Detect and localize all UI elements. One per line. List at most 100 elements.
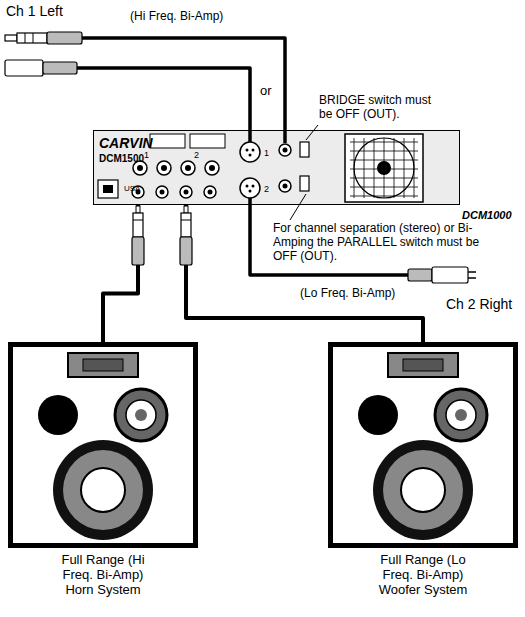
xlr-pin <box>468 277 476 279</box>
fan-grille-bar <box>350 196 418 197</box>
midrange <box>115 389 167 441</box>
brand-label: USA <box>124 184 140 193</box>
channel-number: 2 <box>194 150 199 160</box>
fan-grille-bar <box>350 187 418 188</box>
xlr-pin <box>246 185 249 188</box>
xlr-male-plug <box>432 267 468 283</box>
plug-body <box>132 237 144 265</box>
fan-grille-bar <box>414 138 415 198</box>
plug-ring <box>181 220 191 221</box>
output-jack-hole <box>160 190 165 195</box>
tweeter <box>358 395 398 435</box>
plug-body <box>180 237 192 265</box>
output-jack-hole <box>208 190 213 195</box>
xlr-pin <box>252 185 255 188</box>
fan-grille-bar <box>350 178 418 179</box>
note: or <box>259 84 273 99</box>
amplifier-panel: CARVIN DCM1500USA <box>93 130 460 205</box>
channel-number: 2 <box>264 184 269 194</box>
trs-plug-tip <box>5 35 17 41</box>
horn <box>68 353 138 377</box>
amp-panel <box>93 130 460 205</box>
brand-label: CARVIN <box>99 135 153 151</box>
brand-label: DCM1500 <box>99 153 144 165</box>
woofer <box>373 440 473 540</box>
xlr-pin <box>249 154 252 157</box>
binding-post <box>157 161 171 175</box>
note: For channel separation (stereo) or Bi-Am… <box>272 222 489 263</box>
horn-throat <box>83 359 123 371</box>
xlr-pin <box>246 149 249 152</box>
speaker-cabinet: Full Range (Hi Freq. Bi-Amp) Horn System <box>8 342 198 548</box>
quarter-inch-input-jack <box>279 180 291 192</box>
midrange-cap <box>135 409 147 421</box>
woofer-cap <box>401 468 445 512</box>
trs-plug-ring <box>25 33 26 43</box>
output-jack <box>156 186 168 198</box>
woofer-cap <box>81 468 125 512</box>
bridge-switch <box>300 142 309 157</box>
woofer-cone <box>63 450 143 530</box>
speaker-caption: Full Range (Lo Freq. Bi-Amp) Woofer Syst… <box>367 553 479 598</box>
power-inlet-socket <box>103 185 113 193</box>
fan-grille-bar <box>374 138 375 198</box>
plug-ring <box>133 220 143 221</box>
leader-line <box>306 125 318 140</box>
channel-label: Ch 1 Left <box>6 3 63 19</box>
trs-plug-sleeve <box>17 33 47 43</box>
power-inlet <box>98 180 118 198</box>
quarter-inch-input-hole <box>283 148 288 153</box>
output-jack <box>180 186 192 198</box>
fan-ring <box>354 138 414 198</box>
binding-post-center <box>161 165 167 171</box>
midrange-cap <box>455 409 467 421</box>
meter-display <box>190 134 225 148</box>
trs-plug-ring <box>33 33 34 43</box>
xlr-pin <box>468 271 476 273</box>
binding-post <box>205 161 219 175</box>
fan-grille-bar <box>394 138 395 198</box>
meter-display <box>150 134 185 148</box>
leader-line <box>290 194 306 220</box>
woofer-cone <box>383 450 463 530</box>
binding-post-center <box>185 165 191 171</box>
binding-post-center <box>209 165 215 171</box>
plug-sleeve <box>133 213 143 237</box>
xlr-pin <box>252 149 255 152</box>
speaker-cabinet: Full Range (Lo Freq. Bi-Amp) Woofer Syst… <box>328 342 518 548</box>
output-jack <box>204 186 216 198</box>
horn-throat <box>403 359 443 371</box>
midrange <box>435 389 487 441</box>
cable-label: (Lo Freq. Bi-Amp) <box>300 287 395 301</box>
plug-sleeve <box>181 213 191 237</box>
fan-grille-bar <box>354 138 355 198</box>
woofer <box>53 440 153 540</box>
output-jack-hole <box>184 190 189 195</box>
tweeter <box>38 395 78 435</box>
trs-plug-body <box>47 32 82 44</box>
fan-hub <box>377 161 391 175</box>
speaker-drawing <box>13 347 193 543</box>
plug-tip <box>136 206 140 213</box>
plug-tip <box>184 206 188 213</box>
speaker-caption: Full Range (Hi Freq. Bi-Amp) Horn System <box>47 553 159 598</box>
quarter-inch-input-jack <box>279 144 291 156</box>
midrange-cone <box>446 400 476 430</box>
channel-label: Ch 2 Right <box>446 296 512 312</box>
fan-grille-bar <box>404 138 405 198</box>
midrange-cone <box>126 400 156 430</box>
xlr-input-jack <box>240 178 260 198</box>
parallel-switch <box>300 176 309 191</box>
xlr-female-plug <box>5 60 43 76</box>
channel-number: 1 <box>144 150 149 160</box>
input-cable <box>80 38 285 143</box>
speaker-drawing <box>333 347 513 543</box>
fan-grille-bar <box>364 138 365 198</box>
note: BRIDGE switch must be OFF (OUT). <box>318 94 436 122</box>
channel-number: 1 <box>264 148 269 158</box>
xlr-pin <box>249 190 252 193</box>
model-label: DCM1000 <box>462 209 512 222</box>
binding-post <box>181 161 195 175</box>
xlr-plug-boot <box>43 62 77 74</box>
quarter-inch-input-hole <box>283 184 288 189</box>
